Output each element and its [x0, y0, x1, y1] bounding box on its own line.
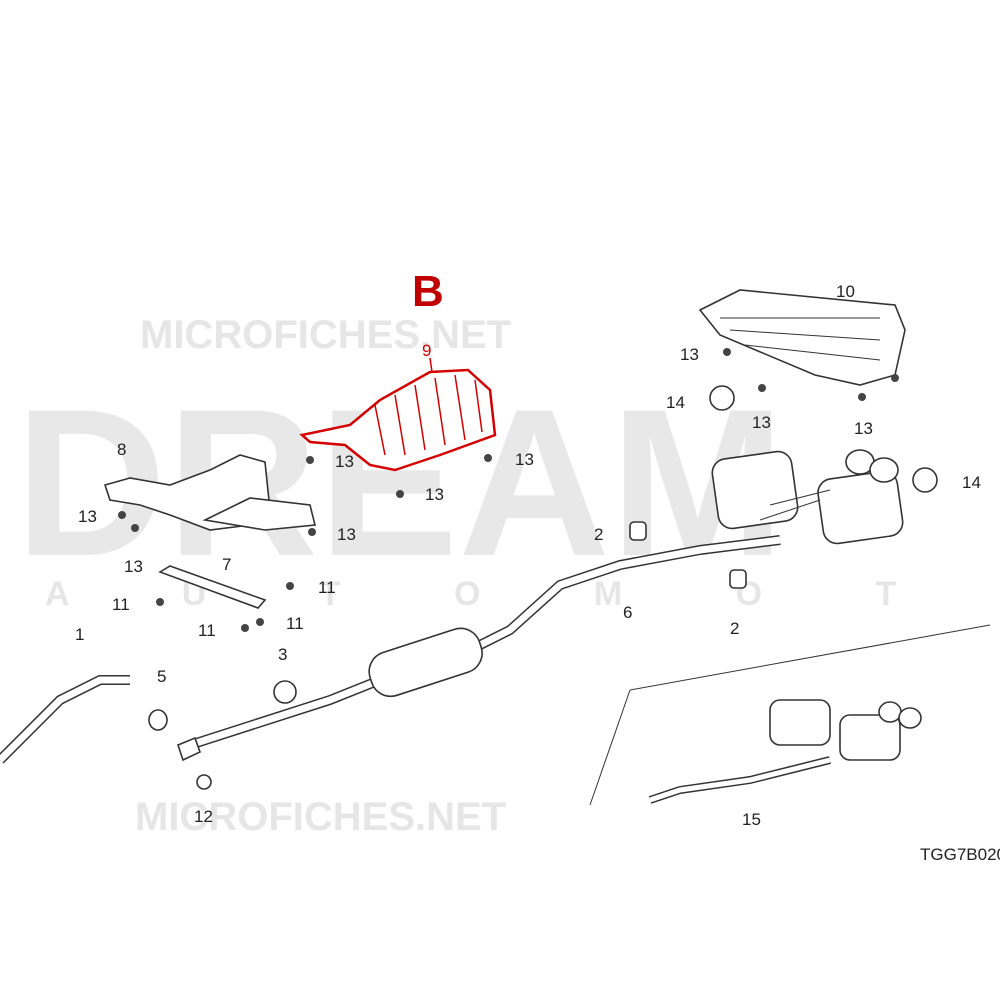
rubber-mount[interactable] [629, 521, 647, 541]
label-part-15: 15 [742, 810, 761, 829]
label-part-11: 11 [112, 595, 130, 614]
label-part-13: 13 [854, 419, 873, 438]
label-part-3: 3 [278, 645, 287, 664]
part-6-center-pipe[interactable] [0, 535, 781, 764]
rubber-mount[interactable] [273, 680, 297, 704]
label-part-10: 10 [836, 282, 855, 301]
rear-muffler-assembly[interactable] [711, 449, 905, 545]
label-part-13: 13 [78, 507, 97, 526]
part-9-heat-shield[interactable] [299, 357, 497, 472]
diagram-code: TGG7B020 [920, 845, 1000, 864]
gasket[interactable] [148, 709, 168, 731]
label-part-8: 8 [117, 440, 126, 459]
label-part-13: 13 [425, 485, 444, 504]
flange[interactable] [177, 736, 201, 762]
label-part-11: 11 [198, 621, 216, 640]
part-8-heat-shield[interactable] [103, 454, 317, 531]
label-part-13: 13 [337, 525, 356, 544]
part-15-tailpipe-inset[interactable] [648, 699, 922, 804]
label-part-2: 2 [730, 619, 739, 638]
watermark-site-bottom: MICROFICHES.NET [135, 795, 506, 839]
label-part-1: 1 [75, 625, 84, 644]
rubber-mount[interactable] [709, 385, 735, 411]
label-part-11: 11 [286, 614, 304, 633]
label-part-14: 14 [666, 393, 685, 412]
label-part-12: 12 [194, 807, 213, 826]
label-part-13: 13 [752, 413, 771, 432]
callout-letter: B [412, 267, 444, 316]
label-part-9: 9 [422, 341, 431, 360]
rubber-mount[interactable] [729, 569, 747, 589]
label-part-7: 7 [222, 555, 231, 574]
label-part-13: 13 [124, 557, 143, 576]
label-part-5: 5 [157, 667, 166, 686]
nut[interactable] [196, 774, 212, 790]
label-part-13: 13 [515, 450, 534, 469]
rubber-mount[interactable] [912, 467, 938, 493]
label-part-13: 13 [680, 345, 699, 364]
label-part-11: 11 [318, 578, 336, 597]
label-part-13: 13 [335, 452, 354, 471]
watermark-site-top: MICROFICHES.NET [140, 313, 511, 357]
part-7-bracket[interactable] [158, 565, 267, 609]
label-part-14: 14 [962, 473, 981, 492]
label-part-2: 2 [594, 525, 603, 544]
inset-divider [629, 624, 991, 691]
bolt-markers [118, 348, 899, 632]
label-part-6: 6 [623, 603, 632, 622]
inset-divider [589, 689, 631, 806]
